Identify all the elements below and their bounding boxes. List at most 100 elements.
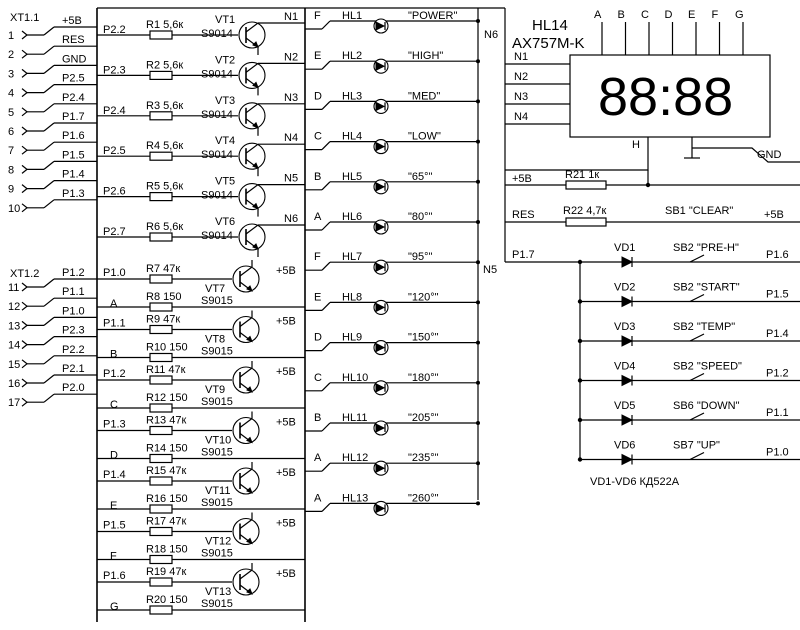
xt2-pin-num-14: 14	[8, 340, 20, 352]
key-row-junction	[577, 457, 583, 462]
led-seg-label: D	[314, 90, 322, 102]
xt1-pin-num-10: 10	[8, 203, 20, 215]
xt1-pin-num-3: 3	[8, 68, 14, 80]
seg-driver-r1	[149, 274, 173, 284]
led-wire-b	[321, 221, 331, 231]
xt1-pin-arrow-9	[21, 184, 28, 194]
connector-xt1: XT1.1 XT1.2 1+5B2RES3GND4P2.55P2.46P1.77…	[8, 12, 97, 409]
xt1-pin-wire-b	[43, 84, 55, 94]
xt1-pin-arrow-7	[21, 145, 28, 155]
seg-driver-vt-label: VT8	[205, 334, 225, 346]
xt1-pin-sig-1: +5B	[62, 15, 82, 27]
led-name: HL8	[342, 291, 362, 303]
digit-driver-resistor	[149, 151, 173, 161]
display-seg-pin-label: G	[735, 9, 744, 21]
led-symbol	[375, 141, 386, 152]
key-diode-symbol	[621, 453, 634, 466]
xt2-pin-num-12: 12	[8, 301, 20, 313]
xt1-pin-sig-3: GND	[62, 53, 87, 65]
seg-driver-transistor	[232, 568, 260, 596]
xt2-pin-arrow-16	[21, 378, 28, 388]
digit-driver-vt-label: VT5	[215, 176, 235, 188]
led-name: HL6	[342, 211, 362, 223]
seg-driver-r1-label: R7 47к	[146, 263, 180, 275]
digit-driver-net: N1	[284, 11, 298, 23]
seg-driver-transistor-collector	[239, 519, 253, 529]
led-wire-b	[321, 462, 331, 472]
led-symbol	[375, 463, 386, 474]
display-seg-pin-label: B	[618, 9, 625, 21]
digit-driver-vt-label: VT4	[215, 135, 235, 147]
led-wire-b	[321, 261, 331, 271]
seg-driver-model: S9015	[201, 396, 233, 408]
led-bus-n6-label: N6	[484, 29, 498, 41]
seg-driver-transistor-arrow	[246, 436, 253, 444]
xt1-pin-num-2: 2	[8, 49, 14, 61]
key-switch-lever	[689, 412, 705, 421]
xt2-pin-num-17: 17	[8, 397, 20, 409]
seg-driver-transistor-collector	[239, 266, 253, 277]
digit-driver-r-label: R3 5,6к	[146, 100, 183, 112]
led-text: "150°"	[408, 332, 439, 344]
xt2-pin-arrow-14	[21, 340, 28, 350]
seg-driver-port: P1.2	[103, 368, 126, 380]
xt2-pin-sig-17: P2.0	[62, 382, 85, 394]
seg-driver-r2	[149, 605, 173, 615]
digit-driver-net: N2	[284, 51, 298, 63]
led-name: HL10	[342, 372, 368, 384]
seg-driver-transistor-arrow	[246, 537, 253, 545]
seg-driver-r2-label: R8 150	[146, 291, 181, 303]
display-h-wire	[505, 137, 649, 171]
key-switch-label: SB7 "UP"	[673, 440, 720, 452]
seg-driver-port: P1.6	[103, 570, 126, 582]
sb1-label: SB1 "CLEAR"	[665, 205, 733, 217]
digit-driver-transistor-arrow	[252, 81, 259, 89]
xt2-pin-num-16: 16	[8, 378, 20, 390]
digit-driver-transistor-collector	[245, 143, 259, 154]
connector-xt1-label: XT1.1	[10, 12, 39, 24]
xt1-pin-sig-6: P1.7	[62, 111, 85, 123]
led-seg-label: B	[314, 171, 321, 183]
diode-note: VD1-VD6 КД522А	[590, 476, 680, 488]
digit-driver-transistor-collector	[245, 184, 259, 195]
xt1-pin-num-9: 9	[8, 184, 14, 196]
xt2-pin-arrow-12	[21, 301, 28, 311]
key-row-junction	[577, 417, 583, 423]
seg-driver-r2	[149, 403, 173, 413]
seg-driver-r1	[149, 425, 173, 436]
digit-driver-transistor-collector	[245, 103, 259, 114]
led-wire-b	[321, 301, 331, 311]
key-switch-label: SB6 "DOWN"	[673, 400, 740, 412]
digit-driver-transistor	[238, 183, 266, 211]
key-port: P1.4	[766, 328, 789, 340]
led-text: "65°"	[408, 171, 433, 183]
digit-driver-transistor	[238, 223, 266, 251]
led-text: "80°"	[408, 211, 433, 223]
key-switch-label: SB2 "PRE-H"	[673, 242, 739, 254]
led-seg-label: B	[314, 412, 321, 424]
seg-driver-r2	[149, 504, 173, 514]
digit-driver-net: N6	[284, 213, 298, 225]
digit-driver-model: S9014	[201, 68, 233, 80]
led-wire-b	[321, 342, 331, 352]
led-text: "95°"	[408, 251, 433, 263]
led-name: HL7	[342, 251, 362, 263]
xt1-pin-arrow-4	[21, 88, 28, 98]
seg-driver-r2	[149, 554, 173, 565]
xt1-pin-sig-9: P1.4	[62, 169, 85, 181]
seg-driver-r1-label: R9 47к	[146, 314, 180, 326]
key-row-junction	[577, 259, 583, 265]
xt1-pin-sig-10: P1.3	[62, 188, 85, 200]
xt1-pin-num-7: 7	[8, 145, 14, 157]
key-diode-symbol	[621, 295, 634, 308]
led-text: "HIGH"	[408, 50, 443, 62]
seg-driver-r1	[149, 375, 173, 385]
xt2-pin-wire-b	[43, 278, 55, 288]
led-symbol	[375, 21, 386, 31]
xt2-pin-sig-14: P2.3	[62, 325, 85, 337]
digit-driver-vt-label: VT3	[215, 95, 235, 107]
led-name: HL9	[342, 332, 362, 344]
